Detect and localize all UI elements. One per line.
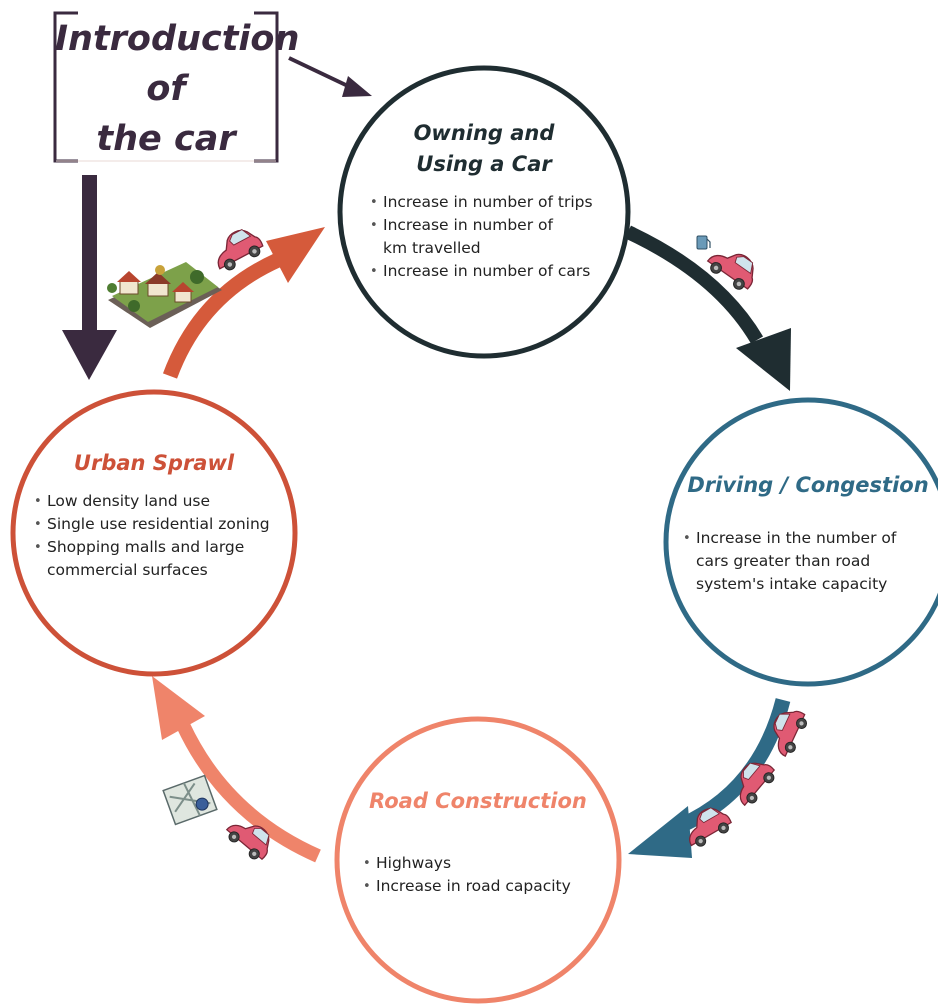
owning-title-line: Owning and: [413, 121, 555, 145]
list-item: Increase in number of trips: [370, 191, 600, 214]
map-icon: [162, 774, 218, 826]
sprawl-list: Low density land use Single use resident…: [34, 490, 279, 582]
list-item: Increase in number of cars: [370, 260, 600, 283]
owning-title: Owning and Using a Car: [384, 118, 584, 180]
list-item: Increase in the number of cars greater t…: [683, 527, 933, 596]
houses-icon: [107, 262, 222, 328]
list-item: Low density land use: [34, 490, 279, 513]
driving-list: Increase in the number of cars greater t…: [683, 527, 933, 596]
arrow-owning-to-driving: [625, 225, 791, 391]
list-item: Single use residential zoning: [34, 513, 279, 536]
driving-title: Driving / Congestion: [687, 473, 929, 497]
list-item: Increase in number of km travelled: [370, 214, 563, 260]
list-item: Highways: [363, 852, 593, 875]
list-item: Shopping malls and large commercial surf…: [34, 536, 279, 582]
arrow-intro-to-sprawl: [62, 175, 117, 380]
intro-title: Introduction of the car: [55, 14, 300, 164]
gas-pump-icon: [696, 235, 711, 250]
owning-title-line: Using a Car: [416, 152, 552, 176]
arrow-road-to-sprawl: [152, 676, 321, 863]
arrow-sprawl-to-owning: [162, 227, 325, 379]
sprawl-title: Urban Sprawl: [73, 451, 235, 475]
intro-line: of: [146, 69, 186, 109]
intro-line: Introduction: [55, 19, 300, 59]
arrow-intro-to-owning: [288, 56, 372, 97]
list-item: Increase in road capacity: [363, 875, 593, 898]
road-title: Road Construction: [369, 789, 587, 813]
intro-line: the car: [96, 119, 236, 159]
owning-list: Increase in number of trips Increase in …: [370, 191, 600, 283]
road-list: Highways Increase in road capacity: [363, 852, 593, 898]
